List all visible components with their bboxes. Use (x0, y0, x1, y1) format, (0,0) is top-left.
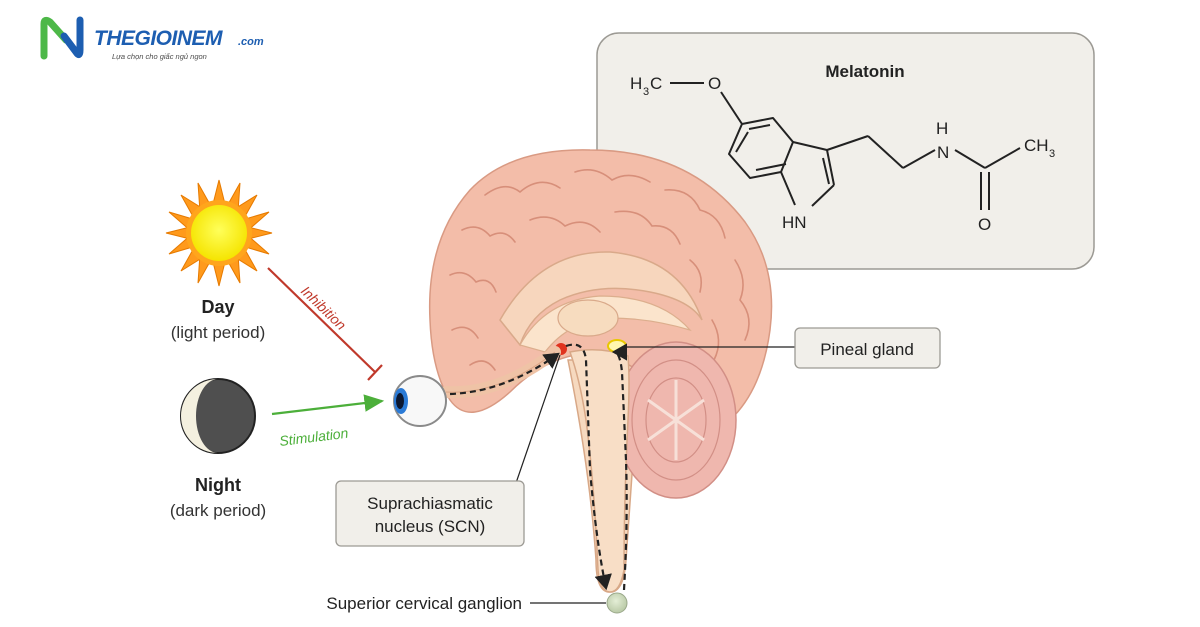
cerebellum (615, 341, 737, 499)
brand-logo[interactable]: THEGIOINEM .com Lựa chọn cho giấc ngủ ng… (40, 16, 264, 61)
moon-icon (180, 378, 256, 454)
brand-name: THEGIOINEM (94, 27, 223, 50)
stimulation-arrow (271, 394, 385, 416)
ganglion-marker (606, 592, 628, 614)
eye-icon (393, 375, 447, 427)
neural-pathway (449, 343, 628, 591)
melatonin-title: Melatonin (825, 62, 904, 81)
scn-callout: Suprachiasmatic nucleus (SCN) (335, 354, 561, 547)
scn-label-line2: nucleus (SCN) (375, 517, 486, 536)
brand-tagline: Lựa chọn cho giấc ngủ ngon (112, 52, 207, 61)
brain-gyri (449, 169, 750, 371)
brain-illustration (428, 149, 773, 593)
ganglion-label: Superior cervical ganglion (326, 594, 522, 613)
brand-suffix: .com (238, 36, 264, 48)
day-subtitle: (light period) (171, 323, 266, 342)
acetyl-ch: CH (1024, 136, 1049, 155)
inhibition-label: Inhibition (298, 283, 350, 334)
ganglion-callout: Superior cervical ganglion (326, 592, 628, 614)
sun-icon (165, 179, 273, 287)
acetyl-sub: 3 (1049, 148, 1055, 160)
stimulation-label: Stimulation (278, 425, 349, 449)
pineal-gland-marker (607, 339, 627, 353)
molecule-bonds (720, 91, 1021, 210)
scn-label-line1: Suprachiasmatic (367, 494, 493, 513)
ether-oxygen: O (708, 74, 721, 93)
amide-n: N (937, 143, 949, 162)
logo-mark-icon (40, 16, 84, 60)
inhibition-arrow (267, 267, 383, 381)
night-subtitle: (dark period) (170, 501, 266, 520)
methyl-c: C (650, 74, 662, 93)
amide-h: H (936, 119, 948, 138)
carbonyl-oxygen: O (978, 215, 991, 234)
indole-hn: HN (782, 213, 807, 232)
methyl-sub: 3 (643, 86, 649, 98)
day-title: Day (201, 297, 234, 317)
methyl-h: H (630, 74, 642, 93)
night-title: Night (195, 475, 241, 495)
pineal-gland-label: Pineal gland (820, 340, 914, 359)
pineal-gland-callout: Pineal gland (626, 327, 941, 369)
